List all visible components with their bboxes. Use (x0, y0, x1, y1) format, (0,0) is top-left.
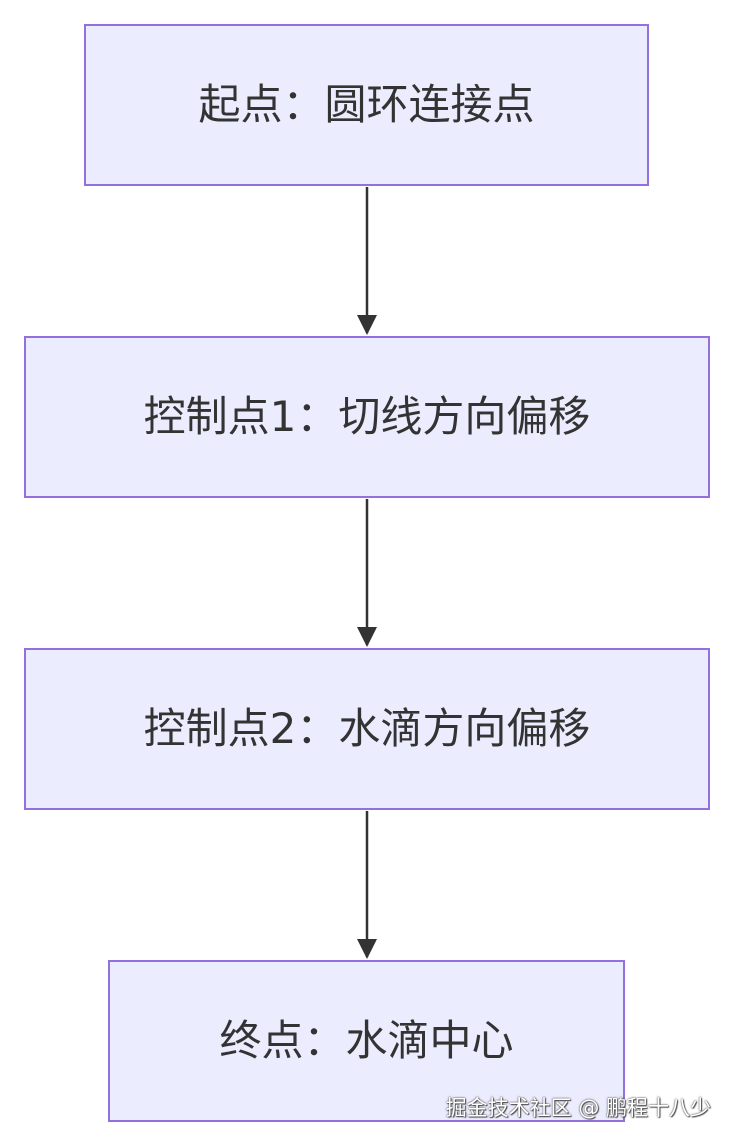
node-control-point-1-label: 控制点1：切线方向偏移 (143, 392, 591, 441)
node-end: 终点：水滴中心 (108, 960, 625, 1122)
node-control-point-1: 控制点1：切线方向偏移 (24, 336, 710, 498)
watermark: 掘金技术社区 @ 鹏程十八少 (445, 1096, 711, 1120)
node-end-label: 终点：水滴中心 (219, 1016, 514, 1065)
node-control-point-2-label: 控制点2：水滴方向偏移 (143, 704, 591, 753)
node-start: 起点：圆环连接点 (84, 24, 649, 186)
node-start-label: 起点：圆环连接点 (198, 80, 535, 129)
node-control-point-2: 控制点2：水滴方向偏移 (24, 648, 710, 810)
